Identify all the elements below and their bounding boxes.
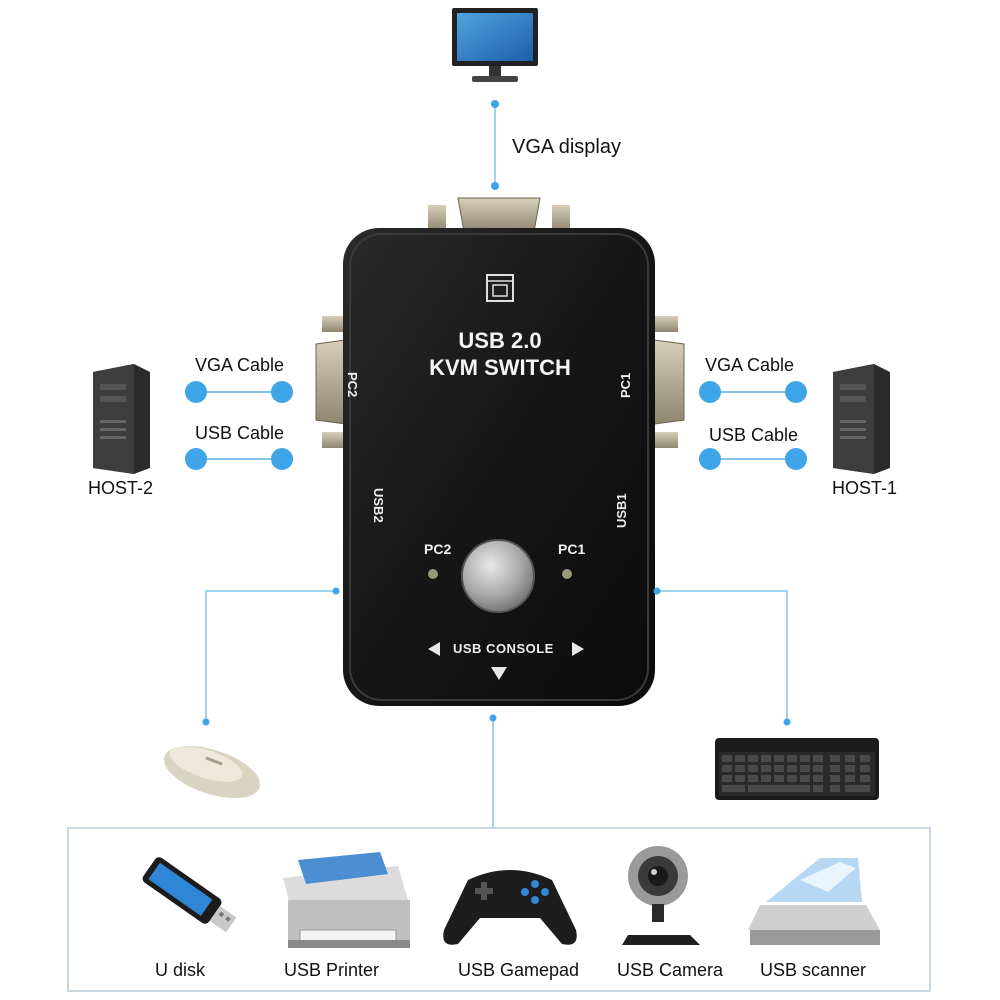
left-usb-cable xyxy=(185,448,293,470)
printer-icon xyxy=(283,852,410,948)
led-label-pc2: PC2 xyxy=(424,541,452,557)
keyboard-icon xyxy=(715,738,879,800)
left-vga-port xyxy=(315,316,347,448)
port-label-pc1: PC1 xyxy=(618,372,633,398)
port-label-usb2: USB2 xyxy=(371,488,386,523)
vga-display-label: VGA display xyxy=(512,136,621,158)
switch-brand-line1: USB 2.0 xyxy=(458,328,542,353)
peripheral-label-gamepad: USB Gamepad xyxy=(458,960,580,980)
left-vga-cable xyxy=(185,381,293,403)
keyboard-connector xyxy=(653,587,791,726)
webcam-icon xyxy=(622,846,700,945)
pc-tower-icon xyxy=(833,364,890,474)
port-label-usb1: USB1 xyxy=(614,493,629,528)
peripheral-label-u-disk: U disk xyxy=(155,960,206,980)
mouse-icon xyxy=(163,745,261,799)
peripheral-label-camera: USB Camera xyxy=(617,960,724,980)
usb-console-label: USB CONSOLE xyxy=(453,641,554,656)
peripheral-label-printer: USB Printer xyxy=(284,960,380,980)
led-pc1 xyxy=(562,569,572,579)
right-usb-cable xyxy=(699,448,807,470)
mouse-connector xyxy=(202,587,340,726)
gamepad-icon xyxy=(443,870,577,945)
right-vga-cable xyxy=(699,381,807,403)
kvm-switch-body xyxy=(343,228,655,706)
right-usb-cable-label: USB Cable xyxy=(709,425,799,445)
left-usb-cable-label: USB Cable xyxy=(195,423,285,443)
top-vga-port xyxy=(428,197,570,233)
vga-display-connector xyxy=(491,100,499,190)
arrow-down-icon xyxy=(491,667,507,680)
led-pc2 xyxy=(428,569,438,579)
arrow-right-icon xyxy=(572,642,584,656)
led-label-pc1: PC1 xyxy=(558,541,586,557)
peripheral-label-scanner: USB scanner xyxy=(760,960,867,980)
right-vga-port xyxy=(653,316,685,448)
scanner-icon xyxy=(748,858,880,945)
host-1-label: HOST-1 xyxy=(832,478,898,498)
host-2-label: HOST-2 xyxy=(88,478,154,498)
usb-console-connector xyxy=(489,714,497,828)
switch-logo-icon xyxy=(486,274,514,302)
port-label-pc2: PC2 xyxy=(345,372,360,398)
switch-button[interactable] xyxy=(461,539,535,613)
left-vga-cable-label: VGA Cable xyxy=(195,355,285,375)
monitor-icon xyxy=(452,8,538,82)
pc-tower-icon xyxy=(93,364,150,474)
arrow-left-icon xyxy=(428,642,440,656)
peripherals-box xyxy=(67,827,931,992)
right-vga-cable-label: VGA Cable xyxy=(705,355,795,375)
usb-drive-icon xyxy=(142,857,237,933)
switch-brand-line2: KVM SWITCH xyxy=(429,355,571,380)
